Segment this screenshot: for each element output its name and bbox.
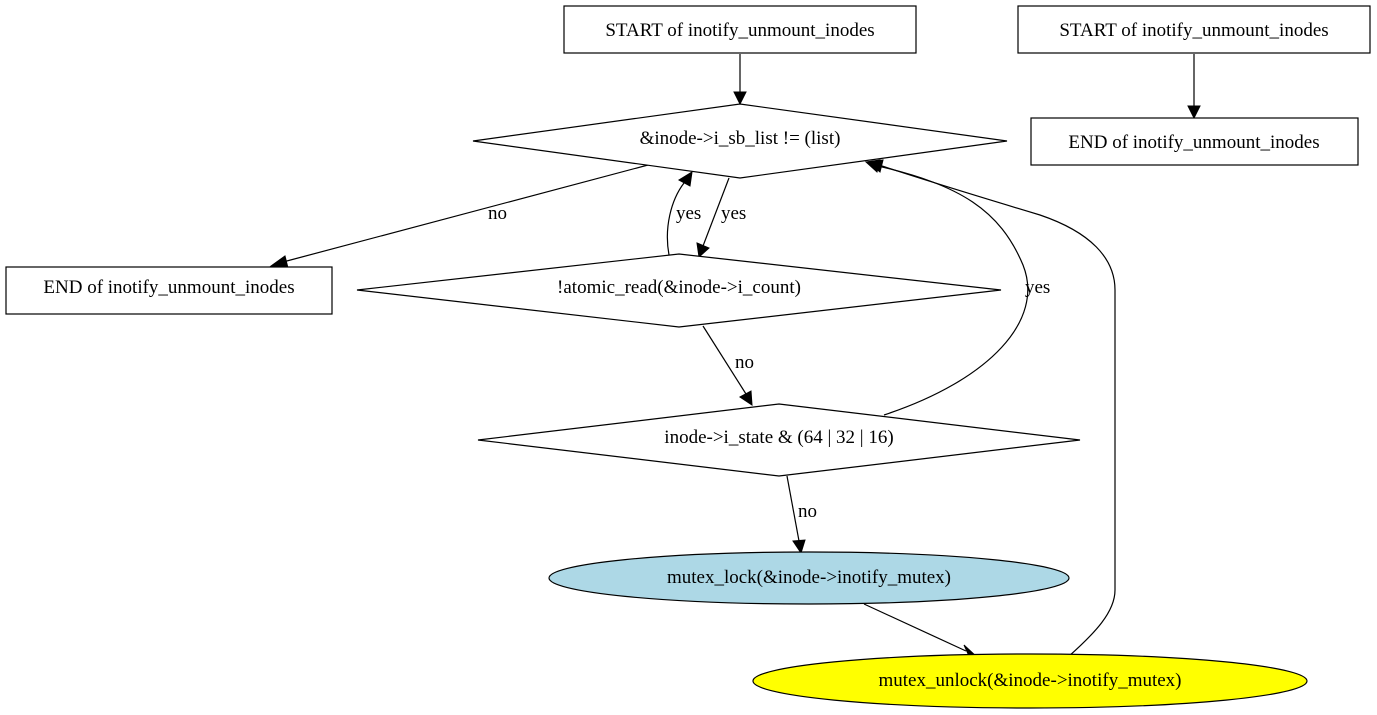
edge-count-no: no — [702, 325, 754, 406]
edge-start-to-list — [733, 54, 747, 106]
decision-list-label: &inode->i_sb_list != (list) — [640, 128, 841, 149]
mutex-lock-ellipse — [548, 551, 1070, 605]
edge-label-state-yes: yes — [1025, 277, 1050, 298]
start-node-label: START of inotify_unmount_inodes — [605, 20, 874, 41]
mutex-unlock-label: mutex_unlock(&inode->inotify_mutex) — [878, 670, 1181, 691]
decision-count-label: !atomic_read(&inode->i_count) — [557, 277, 801, 298]
edge-label-state-no: no — [798, 501, 817, 522]
edge-label-list-yes: yes — [721, 203, 746, 224]
start-node[interactable]: START of inotify_unmount_inodes — [563, 5, 917, 54]
start-side-node[interactable]: START of inotify_unmount_inodes — [1017, 5, 1371, 54]
end-side-node[interactable]: END of inotify_unmount_inodes — [1030, 117, 1359, 166]
edge-state-no: no — [786, 475, 817, 555]
mutex-lock-node[interactable]: mutex_lock(&inode->inotify_mutex) — [548, 551, 1070, 605]
end-node[interactable]: END of inotify_unmount_inodes — [5, 266, 333, 315]
decision-state-node[interactable]: inode->i_state & (64 | 32 | 16) — [477, 403, 1081, 477]
end-side-node-label: END of inotify_unmount_inodes — [1068, 132, 1319, 153]
edge-label-count-yes: yes — [676, 203, 701, 224]
edge-list-no: no — [269, 164, 649, 269]
mutex-lock-label: mutex_lock(&inode->inotify_mutex) — [667, 567, 951, 588]
edge-count-yes: yes — [666, 171, 701, 256]
decision-list-node[interactable]: &inode->i_sb_list != (list) — [472, 103, 1008, 179]
start-side-node-label: START of inotify_unmount_inodes — [1059, 20, 1328, 41]
decision-count-node[interactable]: !atomic_read(&inode->i_count) — [356, 253, 1002, 328]
edge-list-yes: yes — [696, 177, 746, 258]
edge-start-side-to-end-side — [1187, 54, 1201, 120]
decision-state-label: inode->i_state & (64 | 32 | 16) — [664, 427, 893, 448]
edge-label-count-no: no — [735, 352, 754, 373]
edge-lock-to-unlock — [863, 603, 979, 658]
mutex-unlock-ellipse — [752, 653, 1308, 709]
end-node-label: END of inotify_unmount_inodes — [43, 277, 294, 298]
mutex-unlock-node[interactable]: mutex_unlock(&inode->inotify_mutex) — [752, 653, 1308, 709]
edge-unlock-to-list — [866, 159, 1116, 658]
edge-label-list-no: no — [488, 203, 507, 224]
